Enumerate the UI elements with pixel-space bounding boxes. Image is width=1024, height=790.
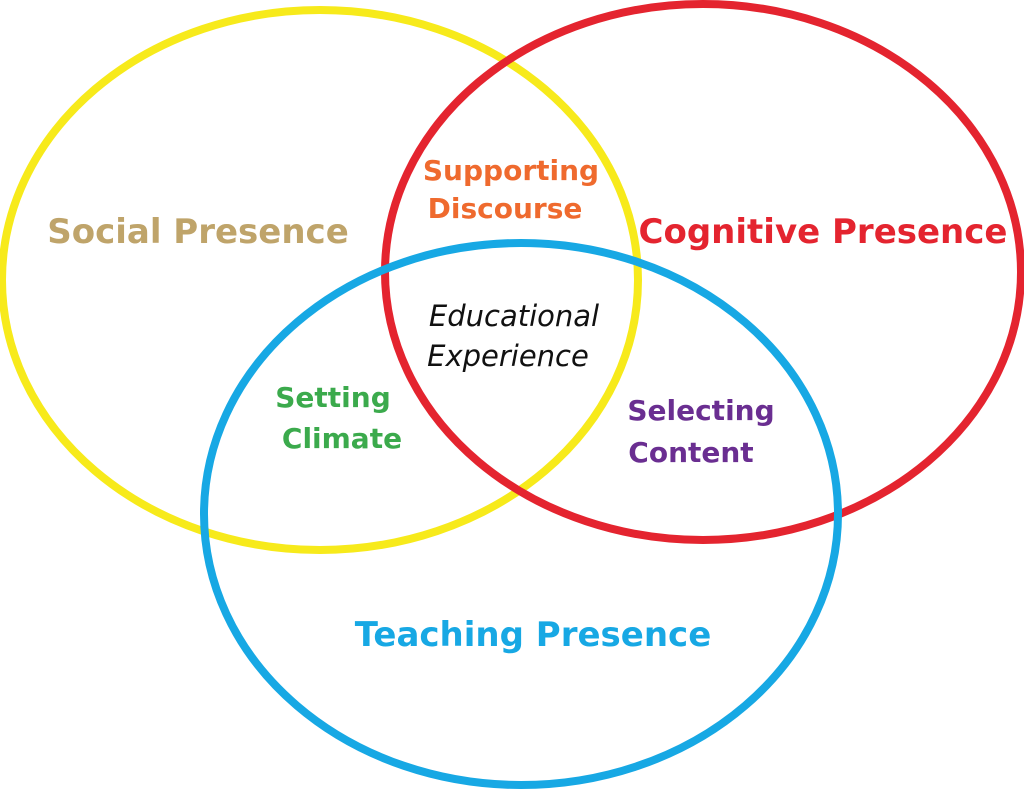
teaching-presence-circle xyxy=(200,239,842,789)
social-presence-circle xyxy=(0,6,642,554)
social-presence-label: Social Presence xyxy=(47,212,349,252)
educational-experience-label-line1: Educational xyxy=(429,299,599,333)
supporting-discourse-label-line1: Supporting xyxy=(423,154,599,187)
teaching-presence-label: Teaching Presence xyxy=(355,615,712,655)
setting-climate-label-line1: Setting xyxy=(275,381,391,414)
selecting-content-label-line2: Content xyxy=(628,436,753,469)
educational-experience-label-line2: Experience xyxy=(427,339,589,373)
selecting-content-label-line1: Selecting xyxy=(627,394,774,427)
cognitive-presence-label: Cognitive Presence xyxy=(639,212,1008,252)
setting-climate-label-line2: Climate xyxy=(282,422,402,455)
supporting-discourse-label-line2: Discourse xyxy=(428,192,583,225)
